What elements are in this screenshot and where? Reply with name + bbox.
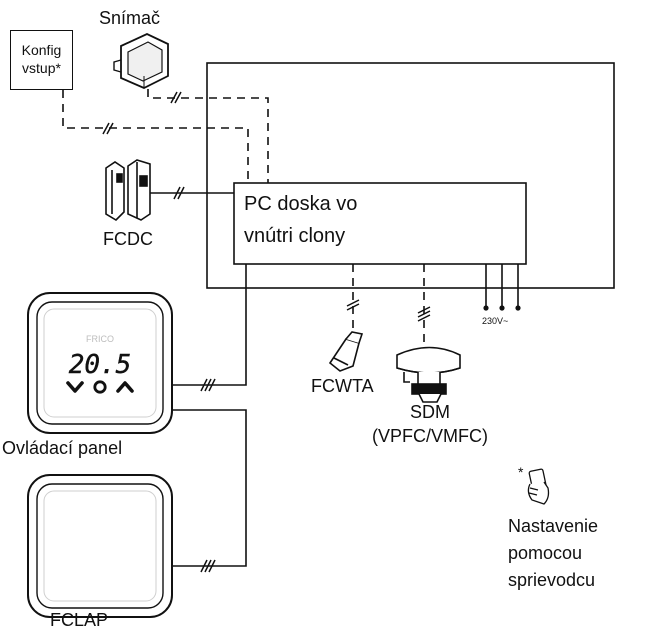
- panel-brand-logo: FRICO: [86, 334, 114, 344]
- power-terminals: [483, 305, 521, 311]
- power-wires: [485, 264, 519, 308]
- air-curtain-housing: [206, 62, 615, 289]
- konfig-label-line2: vstup*: [22, 60, 61, 76]
- sdm-label-line1: SDM: [410, 402, 450, 422]
- sensor-label: Snímač: [99, 8, 161, 28]
- drive-motor-icon: [396, 346, 461, 403]
- chevron-down-icon: [66, 381, 84, 393]
- blank-panel-icon: [27, 474, 173, 618]
- guide-label-line2: pomocou: [508, 543, 583, 563]
- konfig-cable: [62, 90, 249, 183]
- fcdc-label: FCDC: [103, 229, 153, 249]
- konfig-label-line1: Konfig: [21, 42, 62, 58]
- guide-label-line3: sprievodcu: [508, 570, 596, 590]
- asterisk-note: *: [518, 464, 524, 480]
- water-temp-sensor-icon: [328, 331, 364, 372]
- voltage-label: 230V~: [482, 316, 509, 326]
- chevron-up-icon: [116, 381, 134, 393]
- fcwta-label: FCWTA: [311, 376, 374, 396]
- panel-cable: [172, 264, 247, 386]
- control-panel-label: Ovládací panel: [2, 438, 123, 458]
- control-panel-icon: FRICO 20.5: [27, 292, 173, 434]
- pc-board-box: [233, 182, 527, 265]
- fclap-cable: [172, 409, 247, 567]
- pc-board-label-line1: PC doska vo: [244, 193, 358, 215]
- sdm-label-line2: (VPFC/VMFC): [372, 426, 488, 446]
- phone-in-hand-icon: [527, 468, 550, 505]
- panel-temperature-display: 20.5: [69, 350, 132, 380]
- pc-board-label-line2: vnútri clony: [244, 225, 346, 247]
- circle-button-icon: [93, 380, 107, 394]
- cable-tick-marks: [102, 91, 431, 573]
- sensor-box-icon: [113, 33, 169, 89]
- fclap-label: FCLAP: [50, 610, 109, 630]
- guide-label-line1: Nastavenie: [508, 516, 599, 536]
- door-contact-icon: [105, 159, 151, 222]
- sensor-cable: [147, 89, 269, 183]
- konfig-input-box: Konfig vstup*: [10, 30, 73, 90]
